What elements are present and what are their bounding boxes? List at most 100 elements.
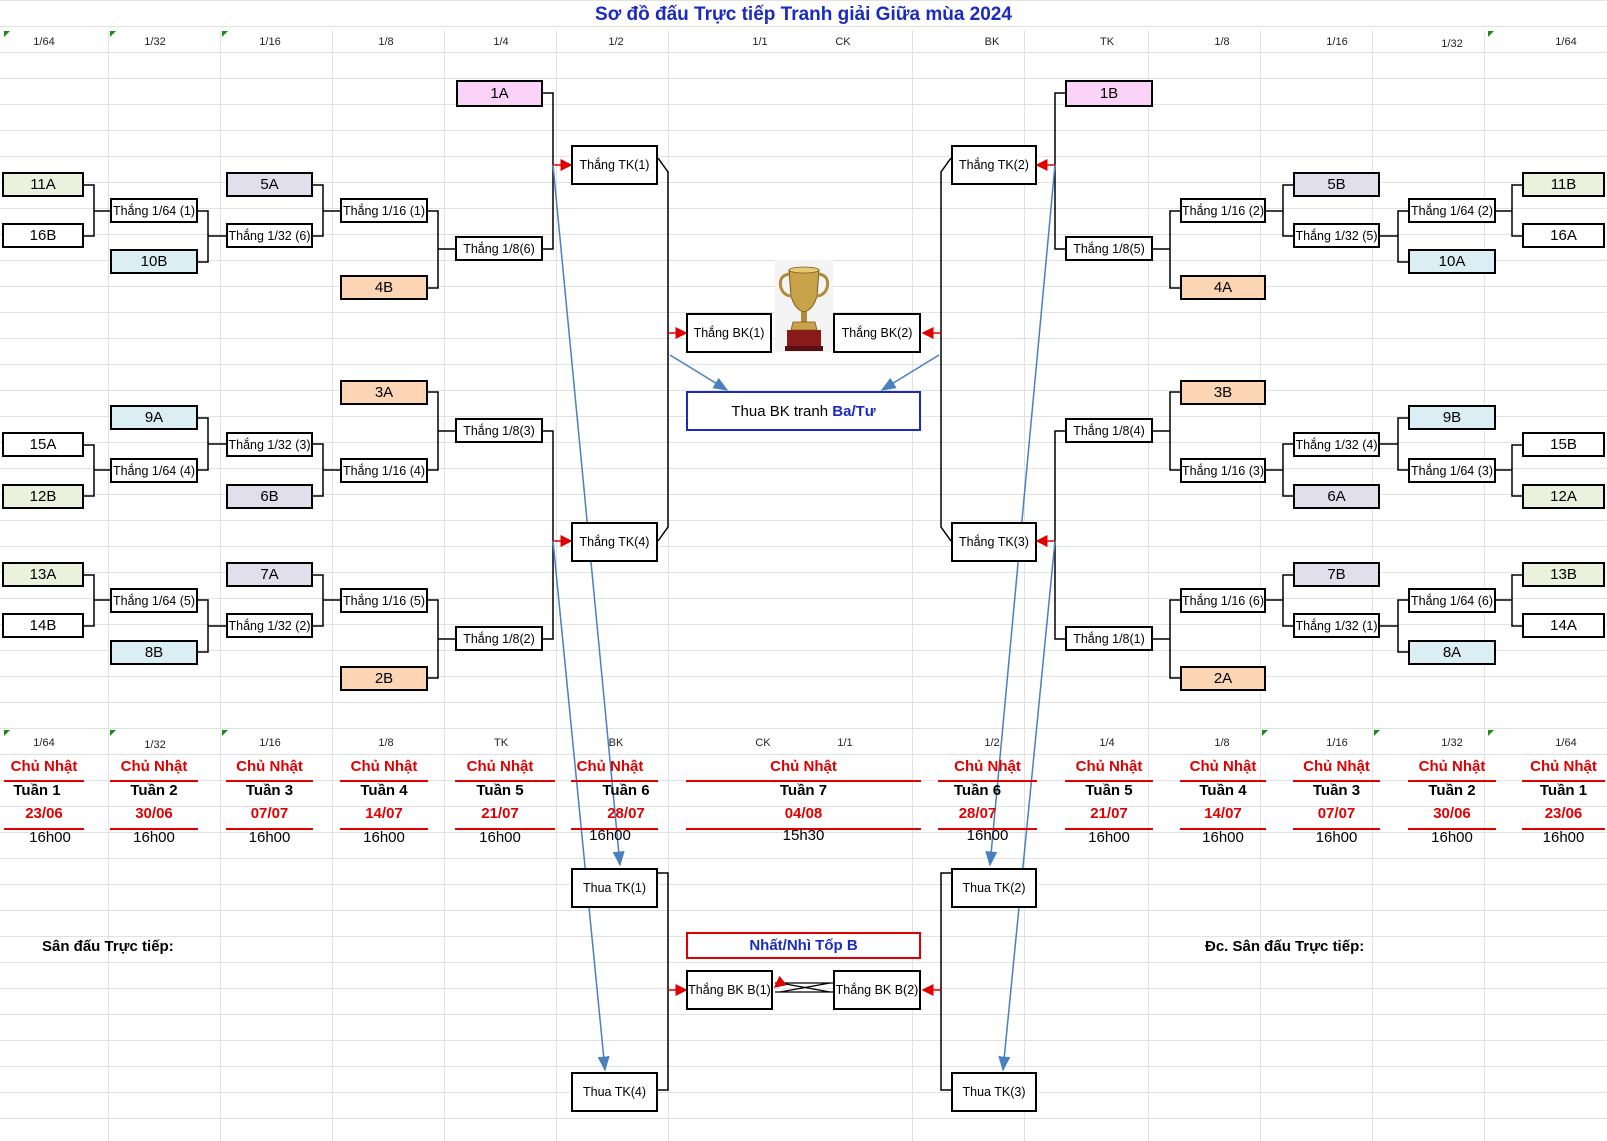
cell-flag-icon (222, 730, 228, 736)
third-place-prefix: Thua BK tranh (731, 402, 833, 420)
team-box: 13A (2, 562, 84, 587)
round-label: CK (755, 737, 771, 749)
round-label: BK (608, 737, 624, 749)
schedule-time: 16h00 (966, 827, 1009, 844)
schedule-underline (686, 828, 921, 830)
cell-flag-icon (4, 31, 10, 37)
schedule-time: 16h00 (133, 829, 175, 846)
round-label: 1/4 (493, 36, 509, 48)
loser-box: Thua TK(3) (951, 1072, 1037, 1112)
round-label: 1/1 (837, 737, 853, 749)
cell-flag-icon (110, 730, 116, 736)
schedule-underline (226, 828, 313, 830)
team-box: 2A (1180, 666, 1266, 691)
schedule-underline (686, 780, 921, 782)
round-label: 1/64 (1555, 36, 1577, 48)
schedule-day: Chủ Nhật (236, 758, 303, 775)
team-box: 10B (110, 249, 198, 274)
round-label: 1/8 (378, 36, 394, 48)
team-box: 7B (1293, 562, 1380, 587)
round-label: TK (493, 737, 509, 749)
schedule-date: 07/07 (250, 805, 289, 822)
schedule-date: 14/07 (365, 805, 403, 822)
winner-box: Thắng 1/32 (1) (1293, 613, 1380, 638)
schedule-column: Chủ Nhật Tuần 7 04/08 15h30 (686, 758, 921, 844)
round-label: 1/32 (144, 739, 166, 751)
schedule-column: Chủ Nhật Tuần 2 30/06 16h00 (1408, 758, 1496, 846)
schedule-underline (938, 828, 1037, 830)
winner-box: Thắng 1/64 (1) (110, 198, 198, 223)
schedule-column: Chủ Nhật Tuần 1 23/06 16h00 (1522, 758, 1605, 846)
round-label: 1/16 (259, 36, 281, 48)
team-box: 7A (226, 562, 313, 587)
winner-box: Thắng 1/32 (3) (226, 432, 313, 457)
schedule-date: 23/06 (1544, 805, 1583, 822)
winner-box: Thắng 1/32 (2) (226, 613, 313, 638)
round-label: 1/32 (1441, 38, 1463, 50)
schedule-column: Chủ Nhật Tuần 4 14/07 16h00 (1180, 758, 1266, 846)
schedule-underline (110, 828, 198, 830)
winner-box: Thắng 1/16 (1) (340, 198, 428, 223)
schedule-day: Chủ Nhật (350, 758, 418, 775)
venue-address-label: Đc. Sân đấu Trực tiếp: (1205, 938, 1365, 955)
schedule-day: Chủ Nhật (466, 758, 534, 775)
schedule-date: 07/07 (1317, 805, 1356, 822)
schedule-time: 16h00 (29, 829, 71, 846)
team-box: 16B (2, 223, 84, 248)
team-box: 8B (110, 640, 198, 665)
winner-box: Thắng TK(1) (571, 145, 658, 185)
cell-flag-icon (1374, 730, 1380, 736)
winner-box: Thắng 1/32 (6) (226, 223, 313, 248)
round-label: 1/2 (984, 737, 1000, 749)
loser-box: Thua TK(1) (571, 868, 658, 908)
round-label: 1/8 (1214, 737, 1230, 749)
group-b-winner-box: Thắng BK B(1) (686, 970, 773, 1010)
schedule-day: Chủ Nhật (770, 758, 837, 775)
grid-column-line (912, 30, 913, 1141)
cell-flag-icon (1488, 31, 1494, 37)
round-label: 1/64 (1555, 737, 1577, 749)
round-label: 1/8 (1214, 36, 1230, 48)
winner-box: Thắng 1/16 (2) (1180, 198, 1266, 223)
winner-box: Thắng 1/8(5) (1065, 236, 1153, 261)
winner-box: Thắng TK(3) (951, 522, 1037, 562)
schedule-day: Chủ Nhật (576, 758, 644, 775)
group-b-title: Nhất/Nhì Tốp B (686, 932, 921, 959)
team-box: 1B (1065, 80, 1153, 107)
schedule-column: Chủ Nhật Tuần 4 14/07 16h00 (340, 758, 428, 846)
round-label: 1/16 (259, 737, 281, 749)
schedule-underline (4, 828, 84, 830)
schedule-time: 16h00 (363, 829, 405, 846)
schedule-time: 16h00 (1542, 829, 1585, 846)
grid-column-line (444, 30, 445, 1141)
third-place-highlight: Ba/Tư (832, 402, 876, 420)
round-label: 1/1 (752, 36, 768, 48)
schedule-day: Chủ Nhật (1189, 758, 1257, 775)
schedule-underline (4, 780, 84, 782)
team-box: 3A (340, 380, 428, 405)
schedule-day: Chủ Nhật (1075, 758, 1143, 775)
schedule-underline (340, 780, 428, 782)
grid-column-line (668, 30, 669, 1141)
winner-box: Thắng 1/8(2) (455, 626, 543, 651)
round-label: 1/16 (1326, 36, 1348, 48)
winner-box: Thắng 1/8(3) (455, 418, 543, 443)
schedule-underline (1065, 828, 1153, 830)
schedule-time: 16h00 (1315, 829, 1358, 846)
team-box: 3B (1180, 380, 1266, 405)
winner-box: Thắng 1/8(6) (455, 236, 543, 261)
schedule-time: 16h00 (589, 827, 631, 844)
schedule-time: 16h00 (248, 829, 291, 846)
schedule-column: Chủ Nhật Tuần 2 30/06 16h00 (110, 758, 198, 846)
schedule-day: Chủ Nhật (10, 758, 78, 775)
schedule-underline (571, 828, 658, 830)
grid-column-line (1484, 30, 1485, 1141)
schedule-time: 16h00 (1431, 829, 1473, 846)
team-box: 6B (226, 484, 313, 509)
grid-column-line (332, 30, 333, 1141)
team-box: 15A (2, 432, 84, 457)
page-title: Sơ đồ đấu Trực tiếp Tranh giải Giữa mùa … (595, 4, 1012, 25)
round-label: TK (1099, 36, 1115, 48)
winner-box: Thắng 1/32 (4) (1293, 432, 1380, 457)
winner-box: Thắng 1/64 (4) (110, 458, 198, 483)
